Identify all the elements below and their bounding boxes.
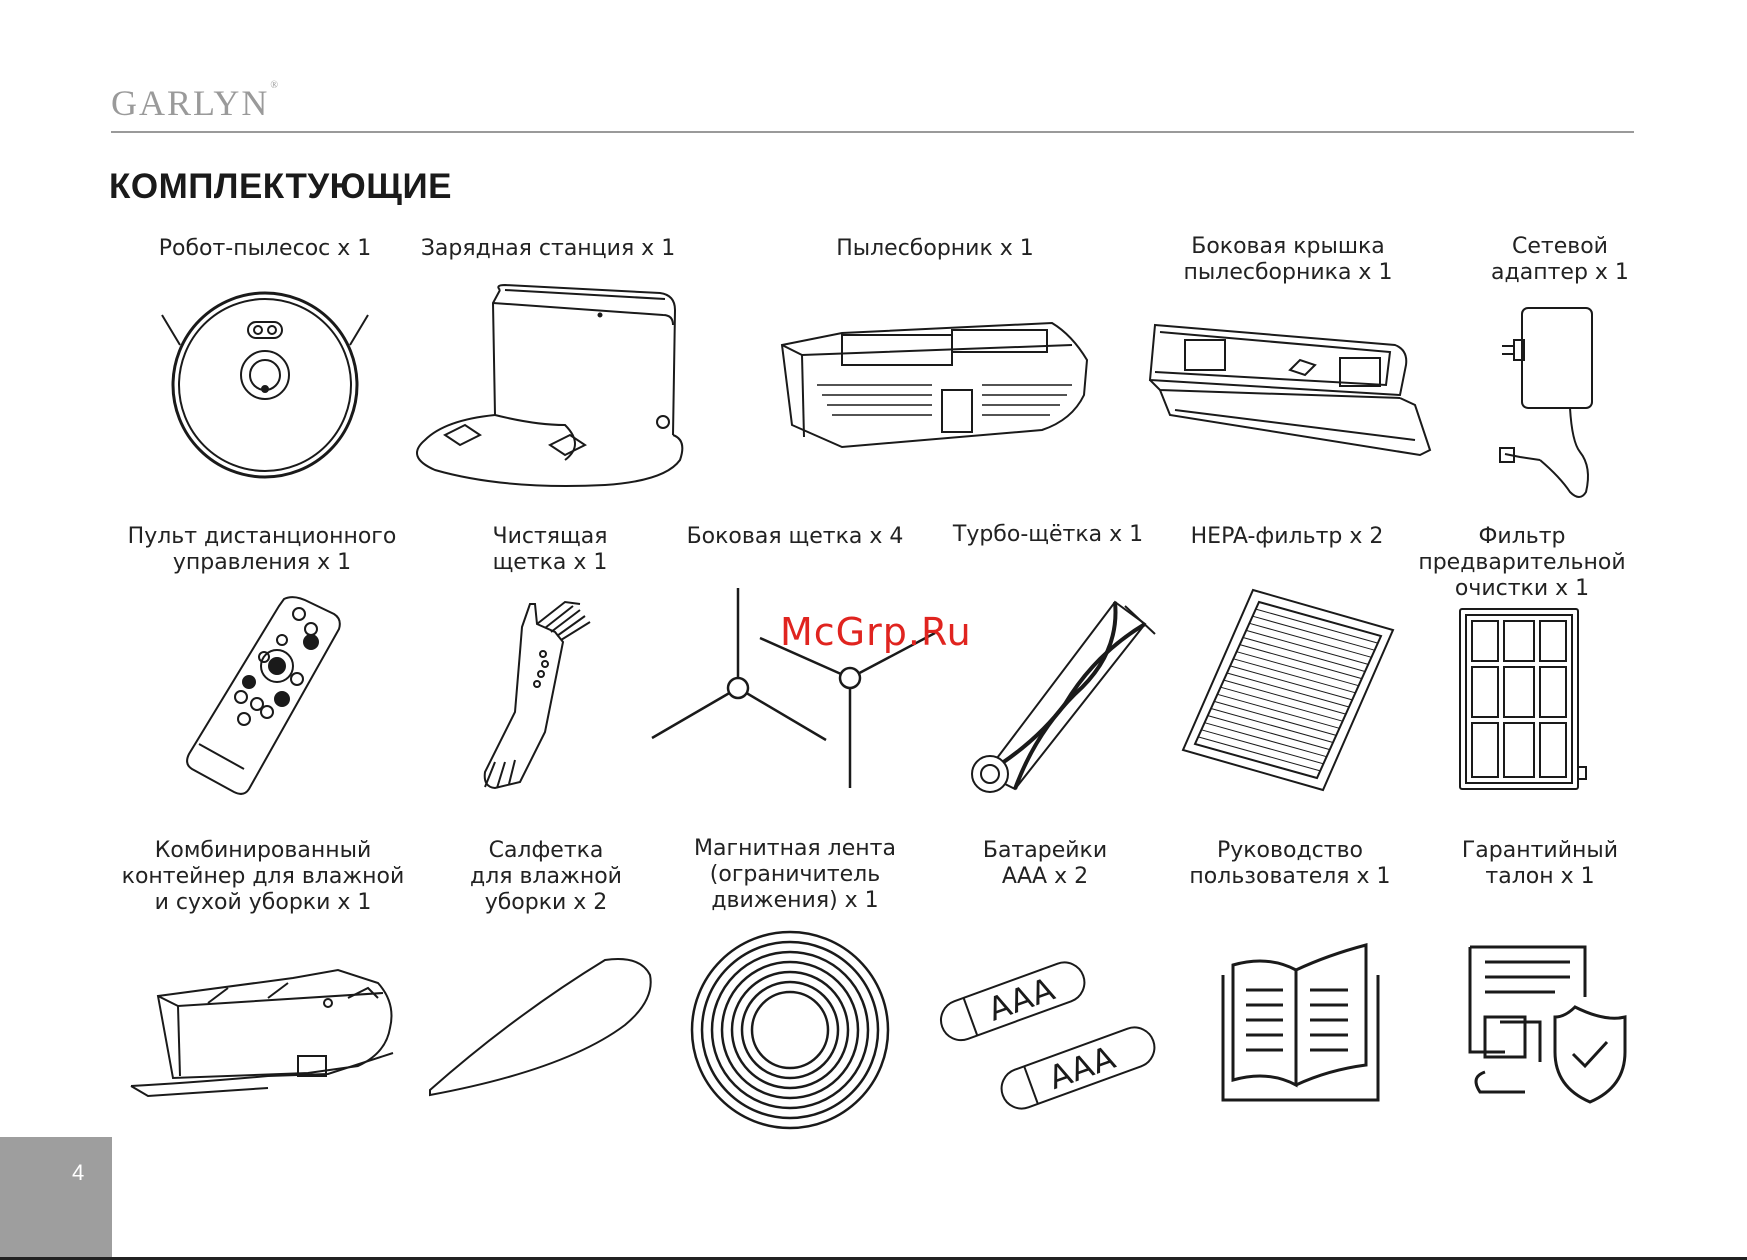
caption-charging-station: Зарядная станция х 1 [420,236,676,261]
brand-logo: GARLYN® [111,80,280,124]
mop-cloth-icon [425,955,655,1100]
caption-power-adapter: Сетевой адаптер х 1 [1491,234,1629,285]
page-title: КОМПЛЕКТУЮЩИЕ [109,167,452,206]
caption-hepa-filter: HEPA-фильтр х 2 [1190,524,1384,549]
hepa-filter-icon [1183,590,1393,790]
caption-mop-cloth: Салфетка для влажной уборки х 2 [470,838,622,915]
caption-bin-side-cover: Боковая крышка пылесборника х 1 [1183,234,1393,285]
combo-container-icon [128,958,398,1103]
power-adapter-icon [1500,302,1620,502]
charging-station-icon [405,285,685,490]
caption-user-manual: Руководство пользователя х 1 [1189,838,1391,889]
warranty-card-icon [1465,942,1630,1107]
bottom-border [0,1257,1747,1260]
bin-side-cover-icon [1140,320,1434,455]
brand-name: GARLYN [111,83,270,123]
pre-filter-icon [1458,607,1588,797]
side-brush-icon [650,588,940,793]
page-number: 4 [72,1160,85,1185]
caption-pre-filter: Фильтр предварительной очистки х 1 [1418,524,1626,601]
turbo-brush-icon [955,594,1165,794]
caption-remote-control: Пульт дистанционного управления х 1 [127,524,397,575]
caption-warranty-card: Гарантийный талон х 1 [1461,838,1619,889]
header-divider [111,131,1634,133]
robot-vacuum-icon [160,285,370,490]
caption-side-brush: Боковая щетка х 4 [686,524,904,549]
dust-bin-icon [772,305,1092,447]
cleaning-brush-icon [475,592,600,792]
caption-aaa-batteries: Батарейки ААА х 2 [982,838,1108,889]
aaa-batteries-icon: AAA AAA [928,958,1168,1108]
caption-combo-container: Комбинированный контейнер для влажной и … [121,838,405,915]
caption-magnetic-tape: Магнитная лента (ограничитель движения) … [694,836,896,913]
caption-robot-vacuum: Робот-пылесос х 1 [158,236,372,261]
remote-control-icon [184,594,344,794]
user-manual-icon [1218,945,1383,1103]
page-number-box [0,1137,112,1260]
magnetic-tape-icon [690,930,895,1125]
caption-dust-bin: Пылесборник х 1 [836,236,1034,261]
registered-mark: ® [270,80,280,91]
caption-cleaning-brush: Чистящая щетка х 1 [492,524,608,575]
watermark-text: McGrp.Ru [780,610,972,654]
caption-turbo-brush: Турбо-щётка х 1 [952,522,1144,547]
